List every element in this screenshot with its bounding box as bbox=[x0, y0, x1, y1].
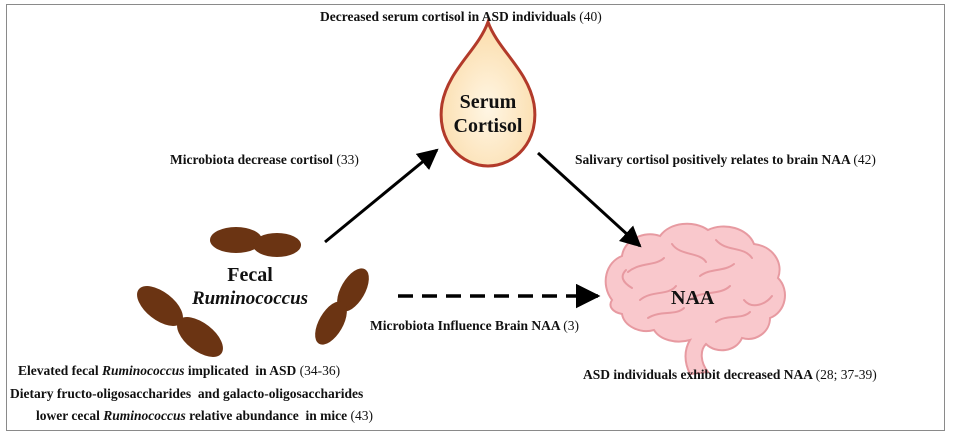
caption-dashed-arrow-text: Microbiota Influence Brain NAA bbox=[370, 318, 560, 333]
caption-bottom-left-2: Dietary fructo-oligosaccharides and gala… bbox=[10, 386, 363, 402]
caption-bl1-italic: Ruminococcus bbox=[101, 363, 185, 378]
caption-bottom-right: ASD individuals exhibit decreased NAA (2… bbox=[583, 367, 877, 383]
caption-bottom-right-ref: (28; 37-39) bbox=[815, 367, 877, 382]
caption-top-text: Decreased serum cortisol in ASD individu… bbox=[320, 9, 576, 24]
arrow-cortisol-to-naa bbox=[536, 151, 642, 248]
caption-bl3-ref: (43) bbox=[350, 408, 373, 423]
cortisol-drop-icon bbox=[439, 17, 537, 168]
caption-top-ref: (40) bbox=[579, 9, 602, 24]
caption-bl3-pre: lower cecal bbox=[36, 408, 104, 423]
caption-bottom-right-text: ASD individuals exhibit decreased NAA bbox=[583, 367, 813, 382]
cortisol-label-line1: Serum bbox=[459, 91, 517, 113]
caption-bl2-text: Dietary fructo-oligosaccharides and gala… bbox=[10, 386, 364, 401]
ruminococcus-label: Fecal Ruminococcus bbox=[180, 263, 320, 311]
caption-bottom-left-3: lower cecal Ruminococcus relative abunda… bbox=[36, 408, 373, 424]
caption-right-arrow: Salivary cortisol positively relates to … bbox=[575, 152, 876, 168]
caption-dashed-arrow-ref: (3) bbox=[563, 318, 579, 333]
ruminococcus-bacteria-icon bbox=[137, 227, 369, 357]
cortisol-label-line2: Cortisol bbox=[453, 115, 523, 137]
caption-top: Decreased serum cortisol in ASD individu… bbox=[320, 9, 602, 25]
caption-bl1-post: implicated in ASD bbox=[184, 363, 297, 378]
caption-bl1-pre: Elevated fecal bbox=[18, 363, 102, 378]
naa-label: NAA bbox=[671, 287, 715, 309]
figure-frame bbox=[6, 4, 945, 431]
caption-bl3-post: relative abundance in mice bbox=[185, 408, 348, 423]
brain-icon bbox=[604, 222, 786, 376]
ruminococcus-label-line1: Fecal bbox=[227, 264, 273, 286]
caption-dashed-arrow: Microbiota Influence Brain NAA (3) bbox=[370, 318, 579, 334]
arrow-microbiota-to-cortisol bbox=[324, 148, 439, 244]
caption-left-arrow: Microbiota decrease cortisol (33) bbox=[170, 152, 359, 168]
ruminococcus-label-line2: Ruminococcus bbox=[191, 288, 309, 309]
caption-bl3-italic: Ruminococcus bbox=[103, 408, 186, 423]
caption-right-arrow-ref: (42) bbox=[853, 152, 876, 167]
caption-left-arrow-ref: (33) bbox=[336, 152, 359, 167]
caption-left-arrow-text: Microbiota decrease cortisol bbox=[170, 152, 333, 167]
caption-right-arrow-text: Salivary cortisol positively relates to … bbox=[575, 152, 850, 167]
caption-bottom-left-1: Elevated fecal Ruminococcus implicated i… bbox=[18, 363, 340, 379]
caption-bl1-ref: (34-36) bbox=[299, 363, 341, 378]
cortisol-label: Serum Cortisol bbox=[448, 90, 528, 138]
